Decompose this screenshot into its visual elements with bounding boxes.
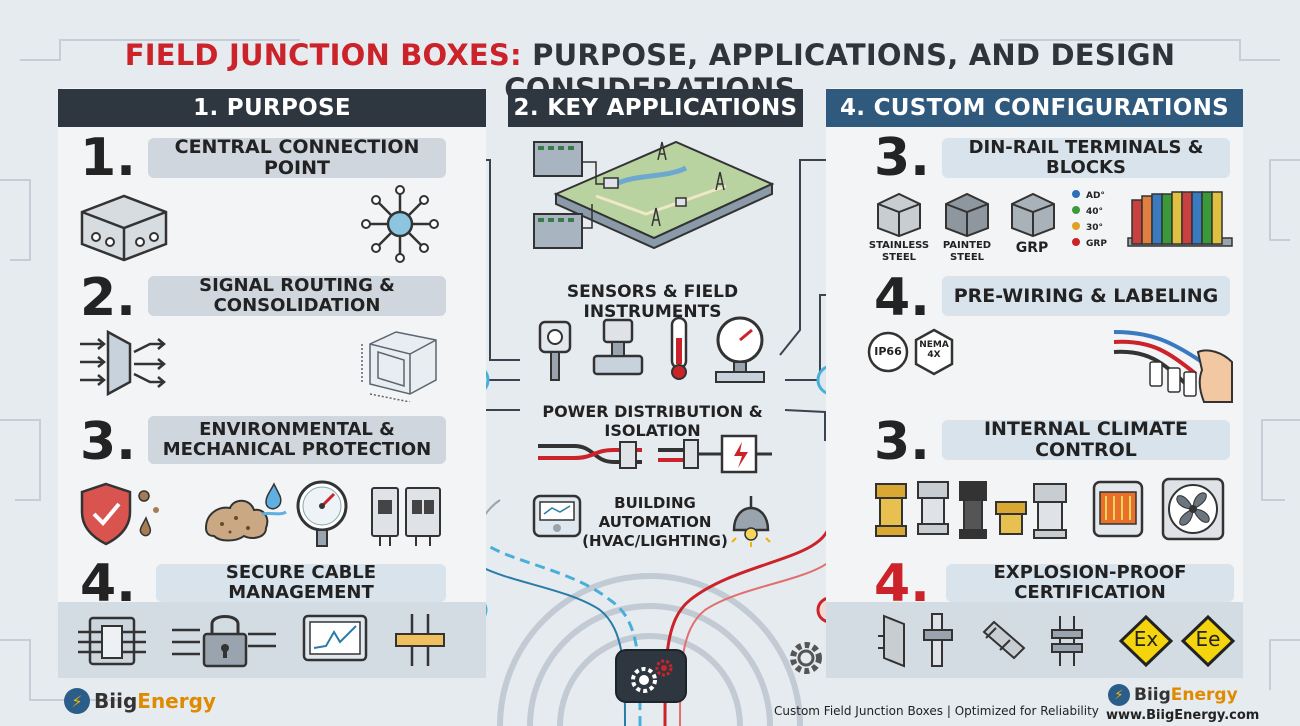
purpose-header: 1. PURPOSE [58,89,486,127]
terminal-blocks-icon [1127,191,1233,247]
material-painted-line2: STEEL [949,251,985,263]
custom-item-climate-control: INTERNAL CLIMATE CONTROL [942,419,1230,460]
pressure-gauge-icon [296,480,348,547]
padlock-icon [172,615,276,668]
footer-tagline: Custom Field Junction Boxes | Optimized … [774,704,1099,718]
gears-hub-icon [615,649,687,703]
legend-dot-blue [1072,190,1080,198]
ip66-badge-icon [867,331,909,373]
legend-item: GRP [1072,236,1132,252]
legend-item: AD° [1072,188,1132,204]
purpose-number-3: 3. [80,412,136,472]
lamp-icon [731,496,771,547]
building-label-line2: (HVAC/LIGHTING) [582,531,728,550]
title-highlight: FIELD JUNCTION BOXES: [124,38,522,72]
custom-header: 4. CUSTOM CONFIGURATIONS [826,89,1243,127]
ee-label: Ee [1195,627,1221,651]
ex-label: Ex [1133,627,1159,651]
material-painted-label: PAINTED STEEL [932,240,1002,263]
custom-item-pre-wiring: PRE-WIRING & LABELING [942,276,1230,316]
brand-right-part2: Energy [1170,685,1238,705]
custom-number-2: 4. [874,268,930,328]
application-building-label: BUILDING AUTOMATION (HVAC/LIGHTING) [580,494,730,550]
labeled-wires-icon [1113,330,1233,403]
hub-network-icon [361,185,439,263]
brand-right-part1: Biig [1134,685,1171,705]
signal-routing-icon [80,329,166,397]
material-legend: AD° 40° 30° GRP [1072,188,1132,252]
purpose-item-central-connection: CENTRAL CONNECTION POINT [148,137,446,178]
shield-check-icon [80,482,159,546]
breaker-icon [371,487,441,546]
material-stainless-label: STAINLESS STEEL [864,240,934,263]
stainless-steel-cube-icon [877,192,921,238]
footer-url[interactable]: www.BiigEnergy.com [1106,708,1260,723]
material-grp-label: GRP [1015,240,1049,256]
legend-dot-green [1072,206,1080,214]
gear-icon [790,642,822,674]
legend-dot-orange [1072,222,1080,230]
fan-icon [1161,477,1225,541]
applications-header: 2. KEY APPLICATIONS [508,89,803,127]
application-sensors-label: SENSORS & FIELD INSTRUMENTS [566,282,739,322]
ip66-label: IP66 [874,345,902,358]
nema-line1: NEMA [919,340,949,350]
legend-dot-red [1072,238,1080,246]
dust-water-icon [204,482,287,542]
material-stainless-line2: STEEL [881,251,917,263]
mounting-hardware-icon [878,613,1083,668]
lightning-bolt-icon: ⚡ [64,688,90,714]
application-power-label: POWER DISTRIBUTION & ISOLATION [542,402,763,440]
field-instruments-icon [538,316,765,383]
junction-box-icon [80,194,168,262]
legend-item: 40° [1072,204,1132,220]
environmental-label-line2: MECHANICAL PROTECTION [162,439,432,460]
nema-badge-icon [914,328,954,376]
grp-cube-icon [1011,192,1055,238]
legend-item: 30° [1072,220,1132,236]
material-painted-line1: PAINTED [942,240,992,251]
custom-item-explosion-proof: EXPLOSION-PROOF CERTIFICATION [946,563,1234,602]
custom-item-din-rail: DIN-RAIL TERMINALS & BLOCKS [942,138,1230,178]
purpose-item-signal-routing: SIGNAL ROUTING & CONSOLIDATION [148,276,446,316]
purpose-item-environmental-protection: ENVIRONMENTAL & MECHANICAL PROTECTION [148,416,446,464]
building-label-line1: BUILDING AUTOMATION [598,494,712,531]
material-stainless-line1: STAINLESS [868,240,930,251]
purpose-item-cable-management: SECURE CABLE MANAGEMENT [156,563,446,602]
cable-glands-row-icon [875,481,1067,539]
purpose-number-2: 2. [80,268,136,328]
environmental-label-line1: ENVIRONMENTAL & [199,419,395,441]
field-map-icon [533,140,775,250]
brand-left-part2: Energy [137,689,216,713]
power-cables-icon [538,434,772,474]
enclosure-wireframe-icon [361,331,437,402]
thermostat-icon [532,494,582,538]
nema-label: NEMA 4X [914,340,954,361]
lightning-bolt-icon: ⚡ [1108,684,1130,706]
ex-hexagon-icon [1118,614,1174,668]
painted-steel-cube-icon [945,192,989,238]
nema-line2: 4X [927,350,941,361]
brand-left-part1: Biig [94,689,138,713]
custom-number-3: 3. [874,412,930,472]
ee-hexagon-icon [1180,614,1236,668]
purpose-number-1: 1. [80,128,136,188]
rail-clamp-icon [395,614,445,666]
monitor-trend-icon [302,614,368,662]
custom-number-1: 3. [874,128,930,188]
heater-icon [1092,480,1144,538]
cable-gland-icon [78,616,146,666]
